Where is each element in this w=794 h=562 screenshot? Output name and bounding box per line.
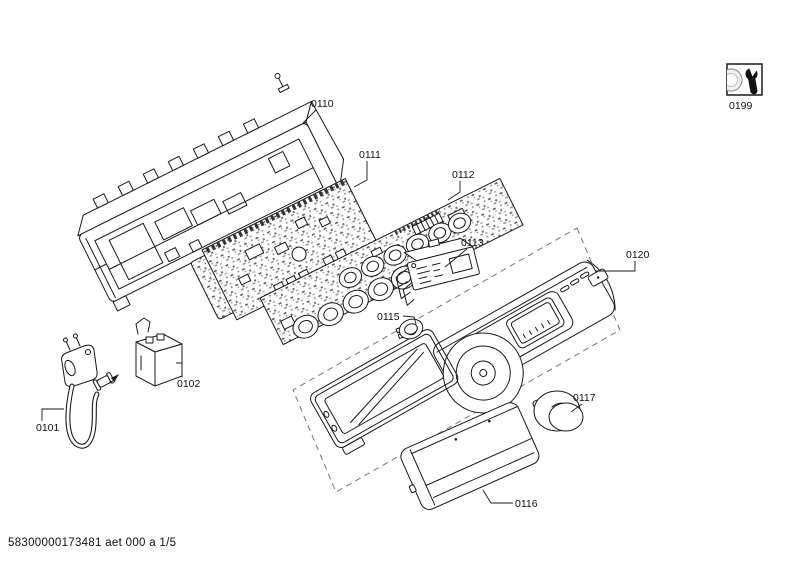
mains-plug: [61, 344, 98, 387]
program-dial: [442, 332, 524, 414]
part-label-0116: 0116: [515, 498, 538, 510]
part-0101-power-cord: [61, 333, 119, 449]
antenna-pin: [274, 72, 281, 79]
option-button: [580, 271, 590, 279]
strain-relief: [92, 372, 115, 391]
mounting-clips: [92, 118, 260, 209]
leader-0101: [41, 408, 64, 421]
display-window-hatch: [448, 253, 473, 274]
part-0113-display-module: [395, 237, 480, 306]
leader-0112: [447, 181, 461, 201]
part-label-0110: 0110: [311, 98, 334, 110]
doc-number: 58300000173481 aet 000 a 1/5: [8, 537, 176, 549]
part-0115-grommet: [395, 318, 424, 340]
leader-0110: [302, 109, 317, 124]
edge-castellations: [205, 179, 346, 254]
leader-0115: [402, 315, 417, 325]
button-caps-back-row: [338, 212, 472, 288]
part-0110-housing: [77, 72, 345, 312]
facia-panel: [433, 259, 616, 414]
part-labels: 0110 0111 0112 0113 0115 0120 0117 0116 …: [36, 98, 650, 510]
part-0102-filter: [135, 317, 183, 387]
vent-hatch: [108, 222, 164, 281]
button-caps-front-row: [292, 265, 418, 339]
display-window: [506, 297, 565, 349]
panel-back-frame: [310, 329, 459, 455]
option-button: [570, 278, 580, 286]
part-0116-drawer-front: [400, 402, 540, 510]
part-label-0102: 0102: [177, 378, 201, 390]
part-label-0117: 0117: [573, 392, 596, 404]
part-0112-pcb-control: [259, 177, 524, 346]
wrench-icon: [727, 65, 758, 95]
part-label-0112: 0112: [452, 169, 475, 181]
part-label-0199: 0199: [729, 100, 753, 112]
leader-0116: [482, 489, 513, 504]
leader-0102: [176, 362, 183, 377]
direction-arrow: [111, 374, 119, 382]
part-label-0113: 0113: [461, 237, 484, 249]
part-label-0101: 0101: [36, 422, 60, 434]
leader-0111: [353, 161, 368, 188]
part-label-0120: 0120: [626, 249, 650, 261]
leader-0117: [570, 403, 583, 413]
leader-0113: [444, 248, 468, 268]
option-button: [560, 285, 570, 293]
part-0111-pcb-main: [190, 178, 381, 321]
part-label-0115: 0115: [377, 311, 400, 323]
leader-0120: [596, 261, 636, 272]
part-label-0111: 0111: [359, 149, 381, 161]
leader-lines: [41, 109, 636, 504]
service-tool-callout: 0199: [726, 63, 763, 112]
